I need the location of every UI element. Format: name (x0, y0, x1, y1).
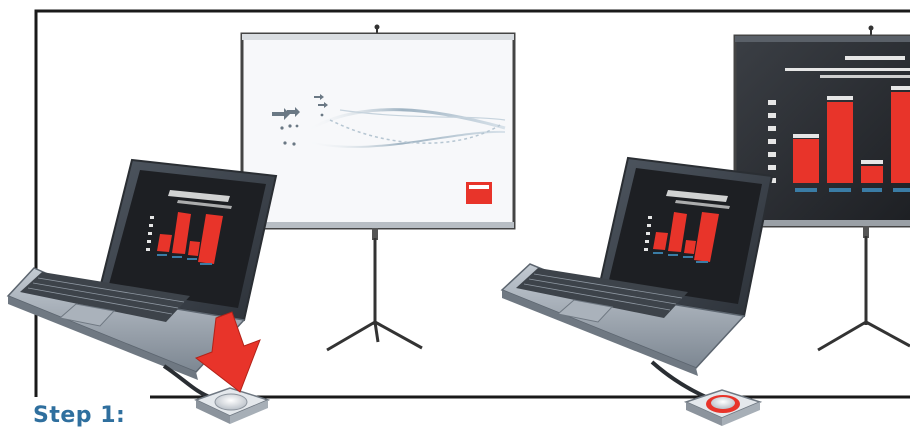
step-label: Step 1: (33, 404, 125, 428)
right-laptop (502, 158, 772, 398)
right-clickshare-button (686, 390, 760, 426)
left-projection-screen (242, 25, 514, 351)
left-clickshare-button (196, 388, 268, 424)
